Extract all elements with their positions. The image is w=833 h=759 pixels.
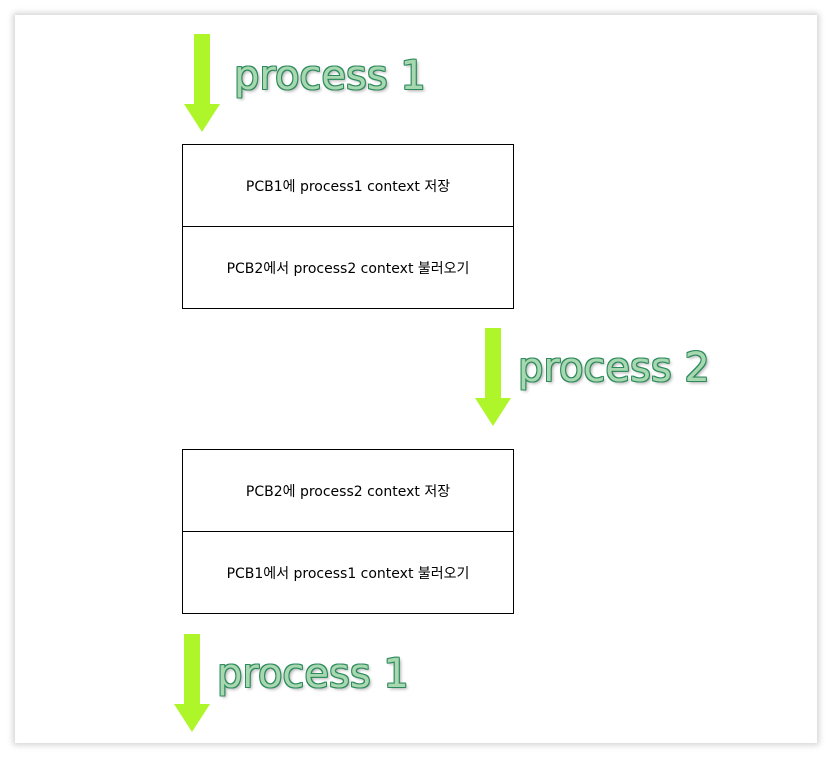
step-label: process 1: [234, 53, 426, 99]
context-switch-box: PCB2에 process2 context 저장 PCB1에서 process…: [182, 449, 514, 614]
step-label: process 1: [217, 651, 409, 697]
down-arrow-icon: [475, 328, 511, 426]
save-context-cell: PCB2에 process2 context 저장: [245, 483, 451, 500]
down-arrow-icon: [184, 34, 220, 132]
context-switch-box: PCB1에 process1 context 저장 PCB2에서 process…: [182, 144, 514, 309]
down-arrow-icon: [174, 634, 210, 732]
load-context-cell: PCB1에서 process1 context 불러오기: [183, 531, 513, 613]
load-context-cell: PCB2에서 process2 context 불러오기: [183, 226, 513, 308]
save-context-cell: PCB1에 process1 context 저장: [245, 178, 451, 195]
step-label: process 2: [518, 345, 710, 391]
diagram-frame: [15, 15, 817, 743]
